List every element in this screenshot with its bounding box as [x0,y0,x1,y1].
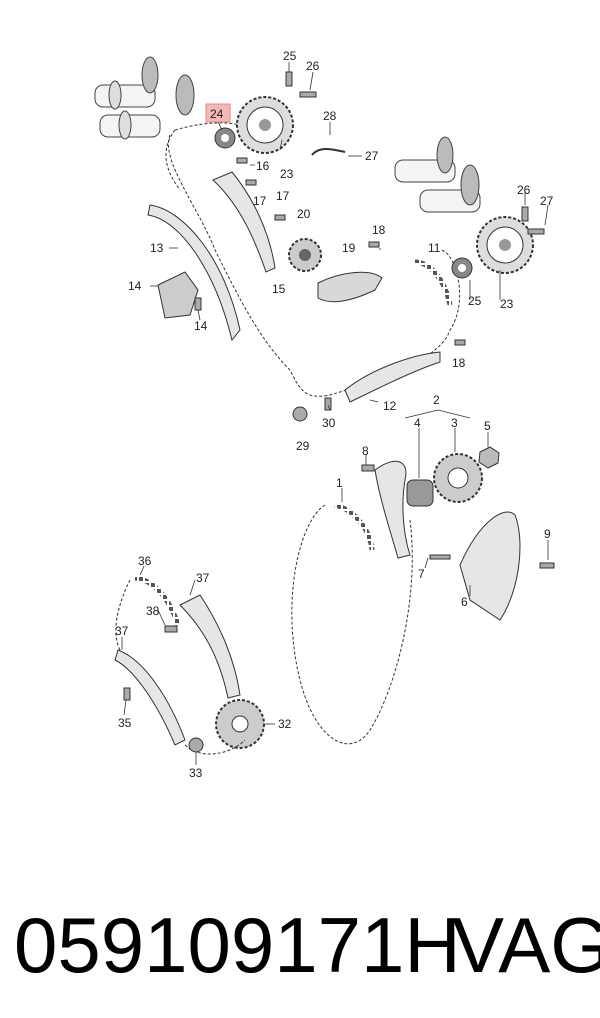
highlighted-callout-box [205,103,231,123]
callout-27: 27 [365,149,379,163]
callout-11: 11 [428,241,441,255]
callout-15: 14 [194,319,208,333]
chain-1 [334,502,375,551]
callout-1: 1 [336,476,343,490]
guide-rail-16 [212,171,276,273]
bolts [123,71,555,753]
callout-18c: 18 [452,356,466,370]
tensioner-rail-7 [374,460,411,559]
gear-4 [406,479,434,507]
callout-30: 30 [322,416,336,430]
leader-lines [121,62,549,765]
callout-5: 5 [484,419,491,433]
callout-3: 3 [451,416,458,430]
callout-24a: 24 [210,107,224,121]
crankshaft-sprocket-3 [433,453,483,503]
upper-timing-chain-path [165,122,461,397]
callout-9: 9 [544,527,551,541]
callout-36: 37 [196,571,210,585]
sprocket-20 [288,238,322,272]
callout-25a: 25 [283,49,297,63]
tensioner-bracket-14 [157,271,199,319]
callout-2: 2 [433,393,440,407]
timing-chain-exploded-diagram: 25 26 24 28 27 16 23 17 17 20 18 19 13 1… [94,49,555,780]
chain-34 [134,575,181,626]
callout-37: 35 [118,716,132,730]
callout-13: 13 [150,241,164,255]
oil-pump-sprocket-32 [215,699,265,749]
callout-12: 12 [383,399,397,413]
callout-26a: 26 [306,59,320,73]
part-number: 059109171H [14,901,461,989]
callout-33: 33 [189,766,203,780]
callout-19: 19 [342,241,356,255]
camshaft-right [394,136,481,213]
callout-25b: 26 [517,183,531,197]
callout-8: 8 [362,444,369,458]
callout-23b: 23 [500,297,514,311]
tensioner-rail-19 [317,271,383,303]
callout-18a: 17 [276,189,290,203]
callout-28: 28 [323,109,337,123]
nut-5 [478,446,500,469]
callout-6: 6 [461,595,468,609]
callout-17b: 17 [253,194,267,208]
callout-labels: 25 26 24 28 27 16 23 17 17 20 18 19 13 1… [115,49,554,780]
callout-24b: 25 [468,294,482,308]
caption-bar: 059109171H VAG [0,890,600,1000]
callout-14: 14 [128,279,142,293]
callout-4: 4 [414,416,421,430]
brand-name: VAG [452,901,600,989]
adjuster-24-right [451,257,473,279]
callout-38: 38 [146,604,160,618]
callout-32: 32 [278,717,292,731]
callout-34: 36 [138,554,152,568]
guide-rail-13 [147,204,241,342]
callout-20: 20 [297,207,311,221]
spring-clip-27 [311,148,346,156]
guide-rail-35 [114,649,186,746]
guide-rail-36 [179,594,241,699]
crank-chain-loop [291,504,413,745]
callout-18b: 18 [372,223,386,237]
callout-29: 29 [296,439,310,453]
camshaft-sprocket-23-left [236,96,294,154]
adjuster-24-left [214,127,236,149]
callout-16: 15 [272,282,286,296]
callout-7: 7 [418,567,425,581]
callout-17a: 16 [256,159,270,173]
camshaft-sprocket-23-right [476,216,534,274]
callout-35: 37 [115,624,129,638]
chain-11 [414,259,453,306]
camshaft-upper-left [94,56,195,140]
callout-23a: 23 [280,167,294,181]
guide-rail-12 [344,351,441,403]
callout-26b: 27 [540,194,554,208]
chain-tensioner-6 [459,511,521,621]
